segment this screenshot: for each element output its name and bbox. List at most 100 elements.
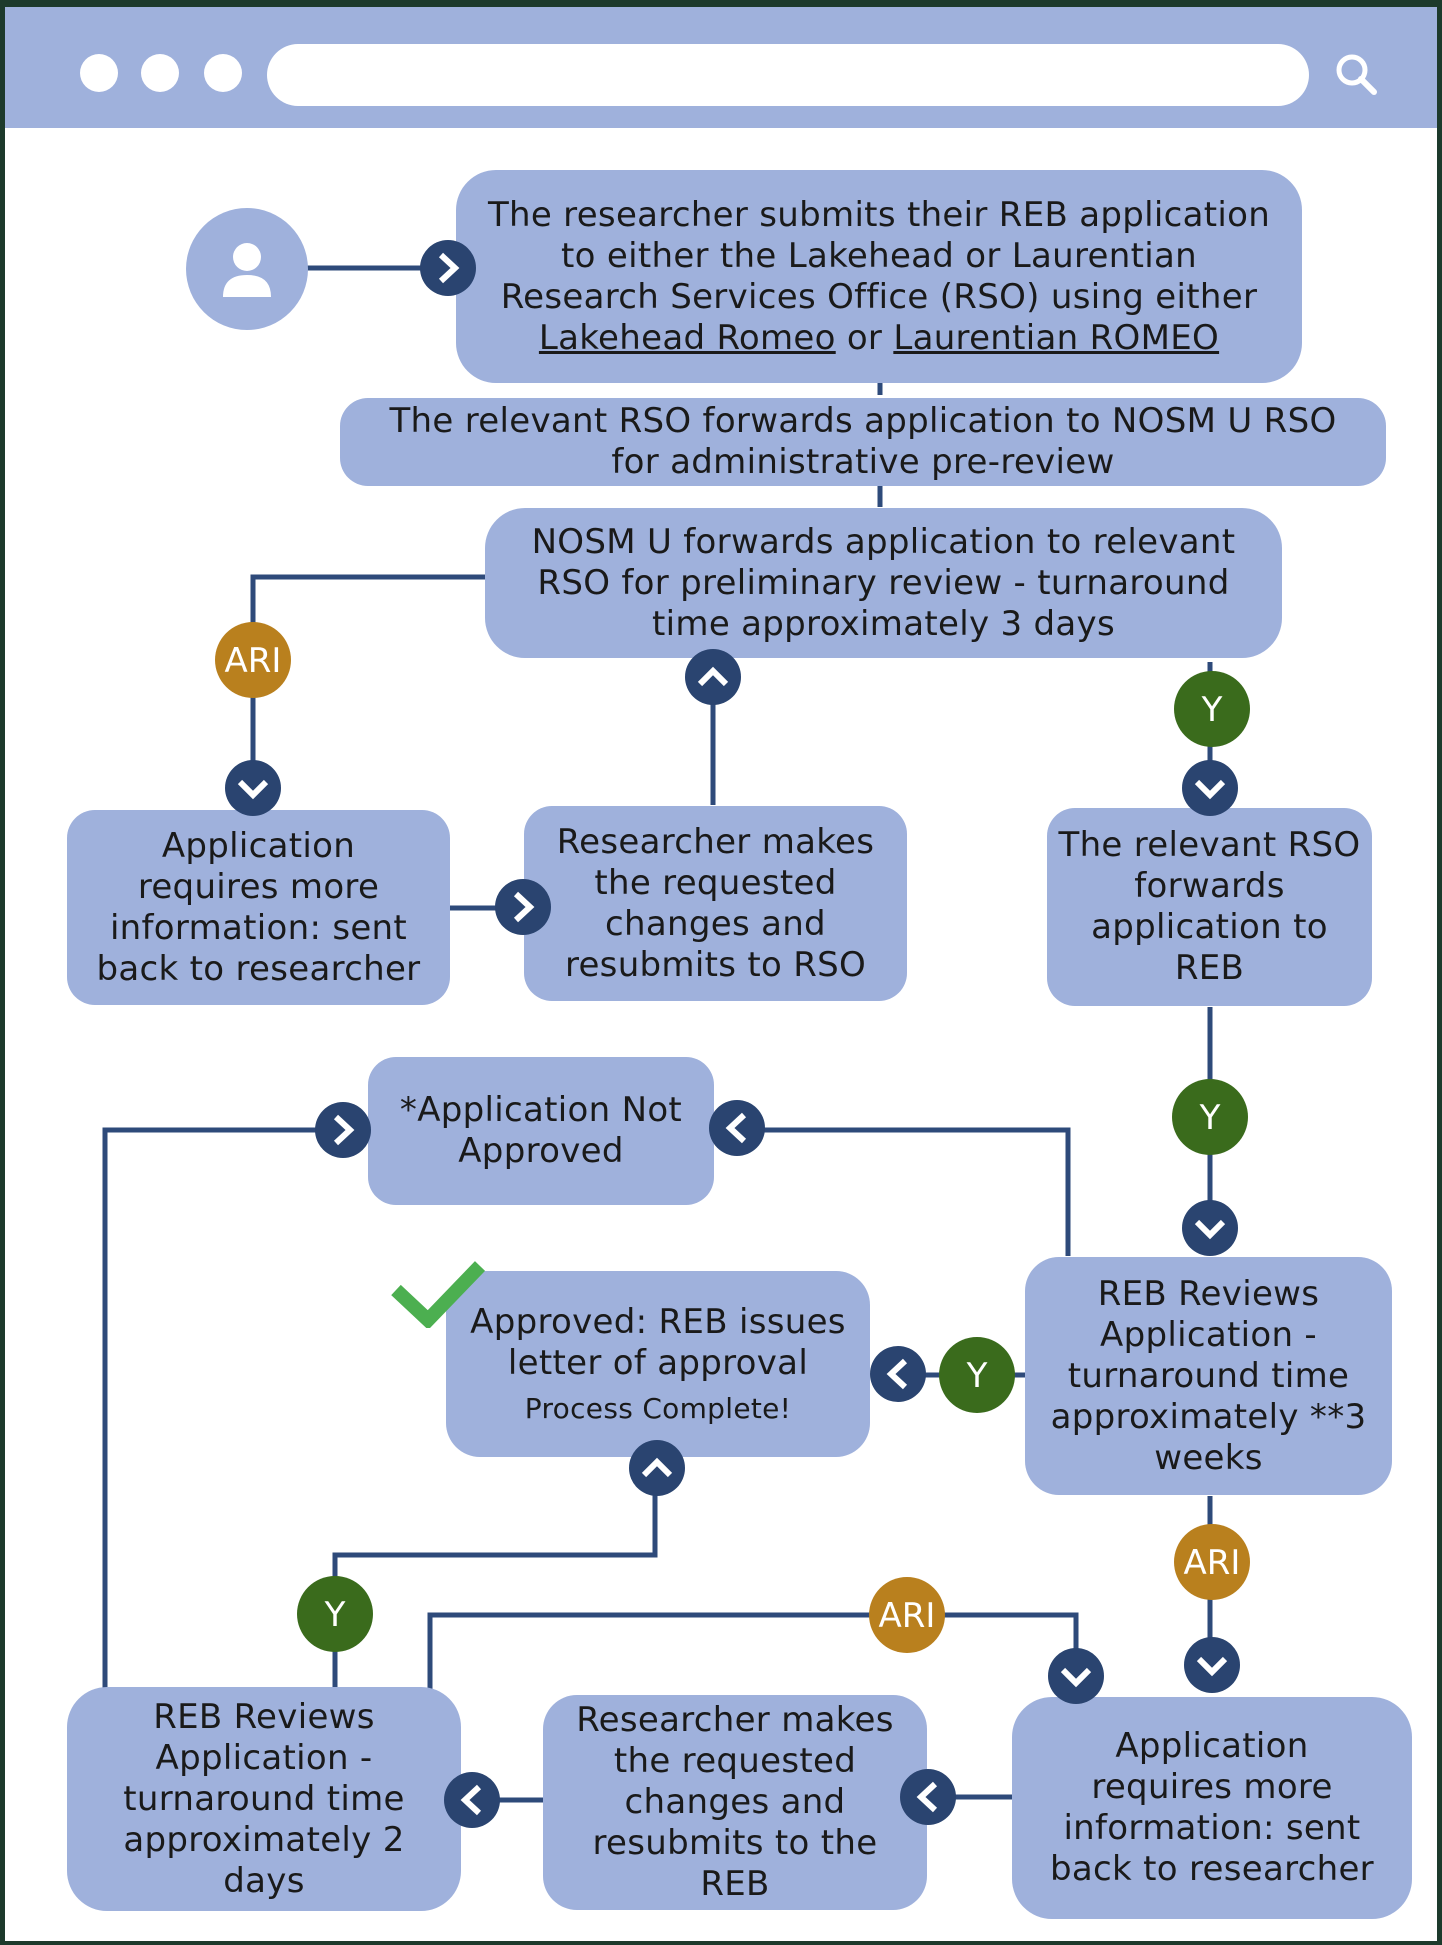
node-text: Researcher makes <box>576 1700 894 1740</box>
ari-badge-label: ARI <box>879 1596 936 1636</box>
window-dot <box>204 54 242 92</box>
chevron-left-icon <box>900 1769 956 1825</box>
node-text: back to researcher <box>1050 1849 1374 1889</box>
researcher-resubmits-reb-node: Researcher makes the requested changes a… <box>543 1695 927 1910</box>
ari-badge-label: ARI <box>225 641 282 681</box>
process-complete-text: Process Complete! <box>524 1392 792 1425</box>
connector <box>427 1612 1079 1690</box>
researcher-resubmits-rso-node: Researcher makes the requested changes a… <box>524 806 907 1001</box>
approved-node: Approved: REB issues letter of approval … <box>446 1271 870 1457</box>
chevron-down-icon <box>1184 1637 1240 1693</box>
node-text: REB Reviews <box>153 1696 375 1737</box>
node-text: changes and <box>605 903 826 944</box>
yes-badge-label: Y <box>1199 1098 1221 1138</box>
node-text: application to <box>1091 907 1328 947</box>
submit-application-node: The researcher submits their REB applica… <box>456 170 1302 383</box>
node-text: *Application Not <box>399 1090 683 1130</box>
ari-badge: ARI <box>1174 1524 1250 1600</box>
ari-badge-label: ARI <box>1184 1543 1241 1583</box>
node-text: requires more <box>137 866 380 907</box>
yes-badge-label: Y <box>324 1595 346 1635</box>
chevron-right-icon <box>315 1102 371 1158</box>
chevron-right-icon <box>420 240 476 296</box>
node-text: time approximately 3 days <box>652 603 1115 644</box>
chevron-up-icon <box>629 1440 685 1496</box>
node-text: turnaround time <box>123 1778 405 1819</box>
researcher-avatar-icon <box>186 208 308 330</box>
checkmark-icon <box>391 1261 486 1328</box>
laurentian-romeo-link[interactable]: Laurentian ROMEO <box>893 317 1220 358</box>
node-text: Application - <box>1100 1314 1317 1355</box>
more-information-node-2: Application requires more information: s… <box>1012 1697 1412 1919</box>
node-text: turnaround time <box>1067 1355 1350 1396</box>
connector <box>760 1127 1071 1256</box>
node-text: Application <box>161 825 356 866</box>
node-text: changes and <box>624 1782 846 1822</box>
node-text-links: Lakehead Romeo or Laurentian ROMEO <box>539 318 1219 359</box>
application-not-approved-node: *Application Not Approved <box>368 1057 714 1205</box>
node-text: approximately **3 <box>1050 1396 1367 1437</box>
chevron-left-icon <box>444 1772 500 1828</box>
chevron-down-icon <box>1048 1648 1104 1704</box>
node-text: letter of approval <box>507 1343 809 1383</box>
node-text: for administrative pre-review <box>611 442 1115 482</box>
node-text: information: sent <box>1063 1808 1361 1848</box>
window-dot <box>80 54 118 92</box>
magnifier-icon <box>1336 54 1377 95</box>
yes-badge-label: Y <box>1201 690 1223 730</box>
node-text: Application <box>1115 1726 1309 1766</box>
node-text: days <box>223 1860 305 1901</box>
chevron-down-icon <box>1182 760 1238 816</box>
chevron-left-icon <box>870 1346 926 1402</box>
node-text: REB <box>1174 948 1245 988</box>
node-text: NOSM U forwards application to relevant <box>531 521 1236 562</box>
node-text: resubmits to RSO <box>564 944 867 985</box>
node-text: approximately 2 <box>123 1819 405 1860</box>
node-text: The researcher submits their REB applica… <box>487 194 1271 235</box>
ari-badge: ARI <box>869 1577 945 1653</box>
ari-badge: ARI <box>215 622 291 698</box>
yes-badge: Y <box>1174 671 1250 747</box>
rso-forwards-to-reb-node: The relevant RSO forwards application to… <box>1047 808 1372 1006</box>
chevron-down-icon <box>1182 1200 1238 1256</box>
window-dot <box>141 54 179 92</box>
reb-review-3-weeks-node: REB Reviews Application - turnaround tim… <box>1025 1257 1392 1495</box>
node-text: back to researcher <box>96 948 421 989</box>
yes-badge: Y <box>1172 1079 1248 1155</box>
yes-badge-label: Y <box>966 1356 988 1396</box>
node-text: information: sent <box>109 907 408 948</box>
connector <box>250 574 485 768</box>
connector <box>102 1127 318 1690</box>
node-text: to either the Lakehead or Laurentian <box>561 235 1197 276</box>
node-text: requires more <box>1091 1767 1333 1807</box>
node-text: The relevant RSO <box>1058 825 1361 865</box>
node-text: The relevant RSO forwards application to… <box>389 401 1337 441</box>
yes-badge: Y <box>297 1576 373 1652</box>
node-text: the requested <box>613 1741 857 1781</box>
node-text: or <box>846 317 883 358</box>
node-text: forwards <box>1134 866 1285 906</box>
node-text: REB <box>700 1864 770 1904</box>
node-text: RSO for preliminary review - turnaround <box>537 562 1230 603</box>
chevron-right-icon <box>495 879 551 935</box>
node-text: Research Services Office (RSO) using eit… <box>500 276 1258 317</box>
node-text: Researcher makes <box>556 821 875 862</box>
chevron-up-icon <box>685 649 741 705</box>
yes-badge: Y <box>939 1337 1015 1413</box>
node-text: weeks <box>1154 1437 1263 1478</box>
node-text: Application - <box>155 1737 373 1778</box>
more-information-node-1: Application requires more information: s… <box>67 810 450 1005</box>
reb-review-2-days-node: REB Reviews Application - turnaround tim… <box>67 1687 461 1911</box>
node-text: Approved <box>458 1131 624 1171</box>
node-text: Approved: REB issues <box>470 1302 846 1342</box>
lakehead-romeo-link[interactable]: Lakehead Romeo <box>538 317 836 358</box>
chevron-down-icon <box>225 760 281 816</box>
nosm-preliminary-review-node: NOSM U forwards application to relevant … <box>485 508 1282 658</box>
node-text: resubmits to the <box>592 1823 878 1863</box>
node-text: REB Reviews <box>1097 1273 1320 1314</box>
node-text: the requested <box>594 862 837 903</box>
address-bar <box>267 44 1309 106</box>
chevron-left-icon <box>709 1100 765 1156</box>
